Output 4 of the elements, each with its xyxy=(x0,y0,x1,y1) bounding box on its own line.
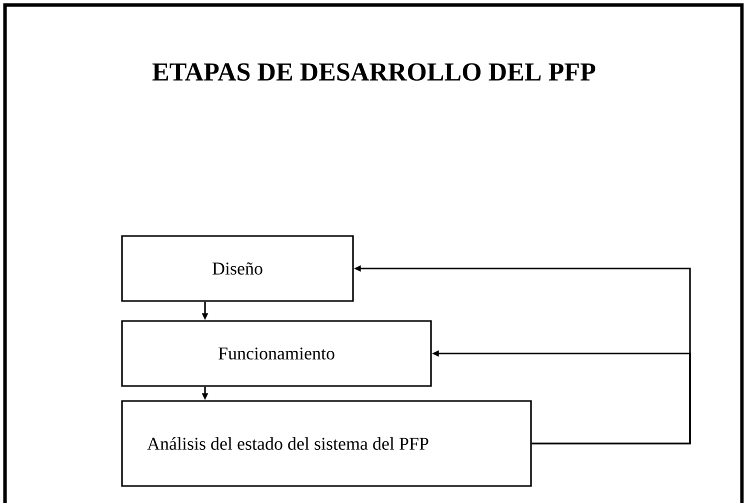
process-box: Funcionamiento xyxy=(121,320,432,387)
process-box: Diseño xyxy=(121,235,354,302)
title: ETAPAS DE DESARROLLO DEL PFP xyxy=(152,63,596,81)
process-box: Análisis del estado del sistema del PFP xyxy=(121,400,532,487)
